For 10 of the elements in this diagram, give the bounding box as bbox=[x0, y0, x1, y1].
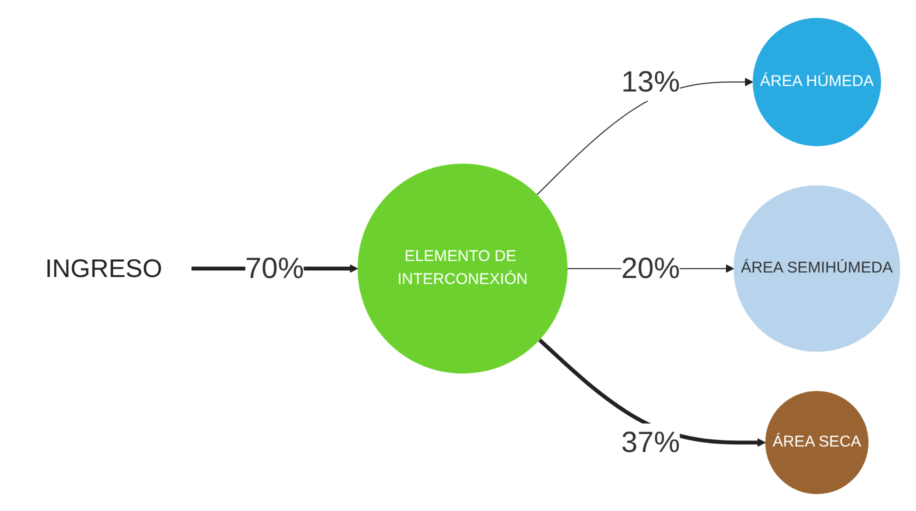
node-text: INGRESO bbox=[45, 252, 162, 282]
node-circle bbox=[734, 184, 900, 352]
node-circle bbox=[765, 390, 868, 494]
node-circle bbox=[358, 163, 568, 374]
edge-label: 20% bbox=[621, 252, 680, 284]
node-circle bbox=[752, 17, 882, 146]
arrow bbox=[538, 338, 766, 446]
edge-label: 70% bbox=[245, 252, 304, 284]
edge-label: 37% bbox=[621, 426, 680, 458]
edge-label: 13% bbox=[621, 65, 680, 98]
